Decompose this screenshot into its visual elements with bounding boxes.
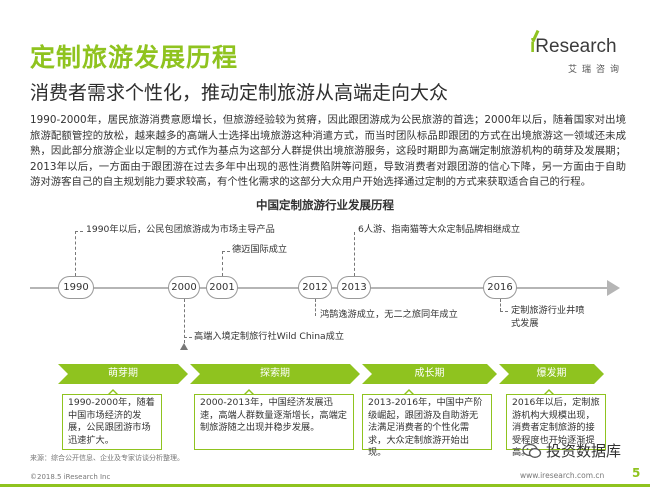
year-marker-1990: 1990 bbox=[58, 276, 94, 299]
logo-cn-text: 艾瑞咨询 bbox=[568, 65, 625, 75]
year-marker-2016: 2016 bbox=[483, 276, 517, 299]
event-2013: 6人游、指南猫等大众定制品牌相继成立 bbox=[358, 224, 521, 235]
connector-2012 bbox=[315, 299, 316, 316]
connector-2016-h bbox=[500, 311, 508, 312]
page-subtitle: 消费者需求个性化，推动定制旅游从高端走向大众 bbox=[30, 82, 449, 104]
timeline-title: 中国定制旅游行业发展历程 bbox=[256, 198, 394, 212]
event-2016: 定制旅游行业井喷式发展 bbox=[511, 305, 585, 329]
connector-2016 bbox=[500, 299, 501, 311]
website-url: www.iresearch.com.cn bbox=[520, 471, 605, 480]
year-marker-2013: 2013 bbox=[337, 276, 371, 299]
event-2000: 高端入境定制旅行社Wild China成立 bbox=[194, 331, 345, 342]
connector-2001 bbox=[222, 251, 223, 276]
year-marker-2001: 2001 bbox=[206, 276, 238, 299]
copyright: ©2018.5 iResearch Inc bbox=[30, 473, 111, 481]
event-2012: 鸿鹄逸游成立，无二之旅同年成立 bbox=[320, 309, 458, 320]
connector-1990-h bbox=[75, 231, 83, 232]
intro-paragraph: 1990-2000年，居民旅游消费意愿增长，但旅游经验较为贫瘠，因此跟团游成为公… bbox=[30, 114, 626, 189]
connector-1990 bbox=[75, 231, 76, 276]
watermark-text: 投资数据库 bbox=[546, 442, 622, 460]
phase-growth-desc: 2013-2016年，中国中产阶级崛起，跟团游及自助游无法满足消费者的个性化需求… bbox=[362, 394, 492, 458]
wechat-icon bbox=[522, 443, 542, 458]
bottom-accent-bar bbox=[0, 484, 650, 487]
source-note: 来源：综合公开信息、企业及专家访谈分析整理。 bbox=[30, 454, 184, 462]
phase-explore-desc: 2000-2013年，中国经济发展迅速，高端人群数量逐渐增长，高端定制旅游随之出… bbox=[194, 394, 354, 450]
connector-2000 bbox=[184, 299, 185, 343]
year-marker-2012: 2012 bbox=[298, 276, 332, 299]
timeline-arrow-icon bbox=[607, 280, 620, 296]
phase-growth: 成长期 bbox=[362, 364, 497, 384]
page-number: 5 bbox=[632, 466, 641, 480]
phase-sprout: 萌芽期 bbox=[58, 364, 188, 384]
event-2001: 德迈国际成立 bbox=[232, 244, 288, 255]
connector-2001-h bbox=[222, 251, 230, 252]
year-marker-2000: 2000 bbox=[168, 276, 200, 299]
phase-sprout-desc: 1990-2000年，随着中国市场经济的发展，公民跟团游市场迅速扩大。 bbox=[62, 394, 162, 450]
event-1990: 1990年以后，公民包团旅游成为市场主导产品 bbox=[86, 224, 275, 235]
phase-burst-desc: 2016年以后，定制旅游机构大规模出现，消费者定制旅游的接受程度也开始逐渐提高。 bbox=[506, 394, 606, 458]
page-title: 定制旅游发展历程 bbox=[30, 43, 239, 72]
phase-burst: 爆发期 bbox=[499, 364, 604, 384]
logo-wordmark: iResearch bbox=[530, 36, 617, 57]
connector-2000-h bbox=[184, 337, 192, 338]
iresearch-logo: iResearch 艾瑞咨询 bbox=[530, 29, 630, 78]
connector-2000-arrow-icon bbox=[180, 343, 188, 350]
phase-explore: 探索期 bbox=[190, 364, 360, 384]
connector-2013 bbox=[354, 232, 355, 276]
